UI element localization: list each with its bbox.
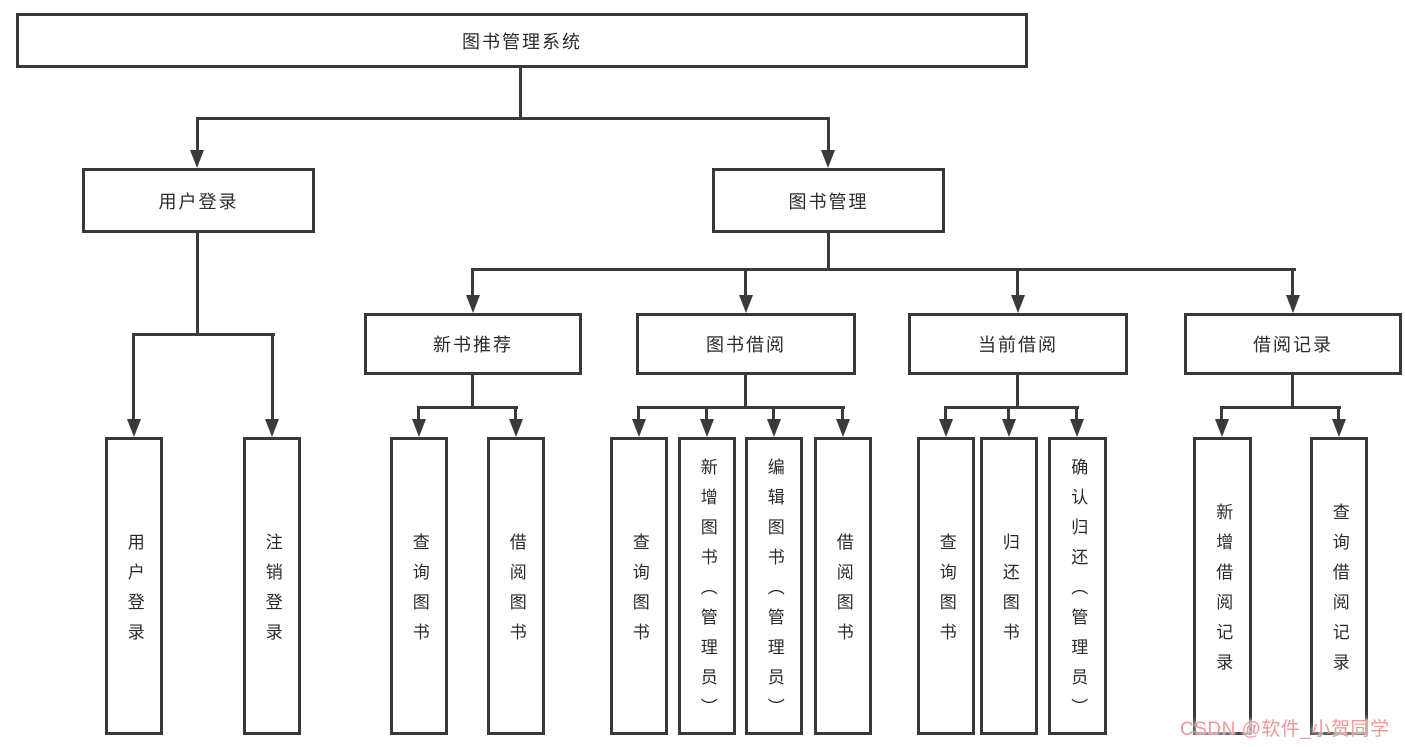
node-user-login: 用户登录 [82,168,315,233]
edge-to-leaf [944,406,947,422]
edge-to-leaf [637,406,640,422]
node-label: 编辑图书（管理员） [764,457,784,728]
leaf-add-borrow-record: 新增借阅记录 [1193,437,1252,735]
watermark: CSDN @软件_小贺同学 [1180,719,1390,740]
node-label: 图书管理系统 [462,31,582,52]
edge-to-book-management [827,117,830,153]
arrowhead-icon [700,419,714,437]
edge-group-bus [417,406,518,409]
arrowhead-icon [821,150,835,168]
node-label: 查询图书 [629,532,649,653]
edge-root-bus [196,117,830,120]
arrowhead-icon [739,295,753,313]
edge-to-node [1016,268,1019,298]
arrowhead-icon [767,419,781,437]
leaf-query-borrow-record: 查询借阅记录 [1310,437,1368,735]
edge-group-bus [944,406,1079,409]
arrowhead-icon [632,419,646,437]
node-label: 查询图书 [409,532,429,653]
edge-root-stub [519,66,522,119]
edge-group-bus [637,406,845,409]
node-label: 用户登录 [124,532,144,653]
node-label: 归还图书 [999,532,1019,653]
edge-group-bus [1220,406,1341,409]
node-root: 图书管理系统 [16,13,1028,68]
edge-group-stub [471,373,474,408]
arrowhead-icon [265,419,279,437]
arrowhead-icon [1002,419,1016,437]
arrowhead-icon [836,419,850,437]
arrowhead-icon [1011,295,1025,313]
leaf-query-books-current: 查询图书 [917,437,975,735]
node-label: 查询借阅记录 [1329,502,1349,683]
node-book-borrowing: 图书借阅 [636,313,856,375]
arrowhead-icon [939,419,953,437]
edge-to-node [471,268,474,298]
node-label: 借阅记录 [1253,335,1333,355]
arrowhead-icon [190,150,204,168]
edge-group-stub [1291,373,1294,408]
node-label: 借阅图书 [506,532,526,653]
edge-book-mgmt-bus [471,268,1296,271]
arrowhead-icon [127,419,141,437]
arrowhead-icon [466,295,480,313]
arrowhead-icon [509,419,523,437]
node-current-borrowing: 当前借阅 [908,313,1128,375]
leaf-borrow-books-recommend: 借阅图书 [487,437,545,735]
node-label: 新增图书（管理员） [697,457,717,728]
leaf-query-books-recommend: 查询图书 [390,437,448,735]
leaf-edit-book-admin: 编辑图书（管理员） [745,437,803,735]
edge-to-leaf [1337,406,1340,422]
node-label: 当前借阅 [978,335,1058,355]
node-label: 图书借阅 [706,335,786,355]
arrowhead-icon [1070,419,1084,437]
arrowhead-icon [412,419,426,437]
node-label: 查询图书 [936,532,956,653]
edge-to-leaf [841,406,844,422]
node-label: 图书管理 [788,191,869,212]
node-book-management: 图书管理 [712,168,945,233]
leaf-user-login: 用户登录 [105,437,163,735]
node-new-book-recommend: 新书推荐 [364,313,582,375]
node-label: 注销登录 [262,532,282,653]
node-label: 确认归还（管理员） [1068,457,1088,728]
leaf-logout-login: 注销登录 [243,437,301,735]
node-label: 新书推荐 [433,335,513,355]
arrowhead-icon [1215,419,1229,437]
node-label: 借阅图书 [833,532,853,653]
arrowhead-icon [1332,419,1346,437]
edge-group-stub [744,373,747,408]
node-borrowing-records: 借阅记录 [1184,313,1402,375]
arrowhead-icon [1286,295,1300,313]
edge-to-leaf [1220,406,1223,422]
node-label: 用户登录 [158,191,239,212]
leaf-return-books: 归还图书 [980,437,1038,735]
edge-to-leaf [1007,406,1010,422]
edge-group-stub [1016,373,1019,408]
leaf-add-book-admin: 新增图书（管理员） [678,437,736,735]
edge-book-mgmt-stub [827,231,830,270]
edge-to-leaf [705,406,708,422]
leaf-confirm-return-admin: 确认归还（管理员） [1048,437,1107,735]
edge-to-leaf [1075,406,1078,422]
node-label: 新增借阅记录 [1213,502,1233,683]
leaf-borrow-books-borrow: 借阅图书 [814,437,872,735]
edge-user-login-bus [132,333,275,336]
edge-to-user-login [196,117,199,153]
edge-to-leaf [514,406,517,422]
edge-to-leaf [271,333,274,421]
edge-to-node [744,268,747,298]
leaf-query-books-borrow: 查询图书 [610,437,668,735]
edge-to-leaf [132,333,135,421]
edge-user-login-stub [196,231,199,335]
edge-to-leaf [417,406,420,422]
edge-to-leaf [772,406,775,422]
edge-to-node [1291,268,1294,298]
